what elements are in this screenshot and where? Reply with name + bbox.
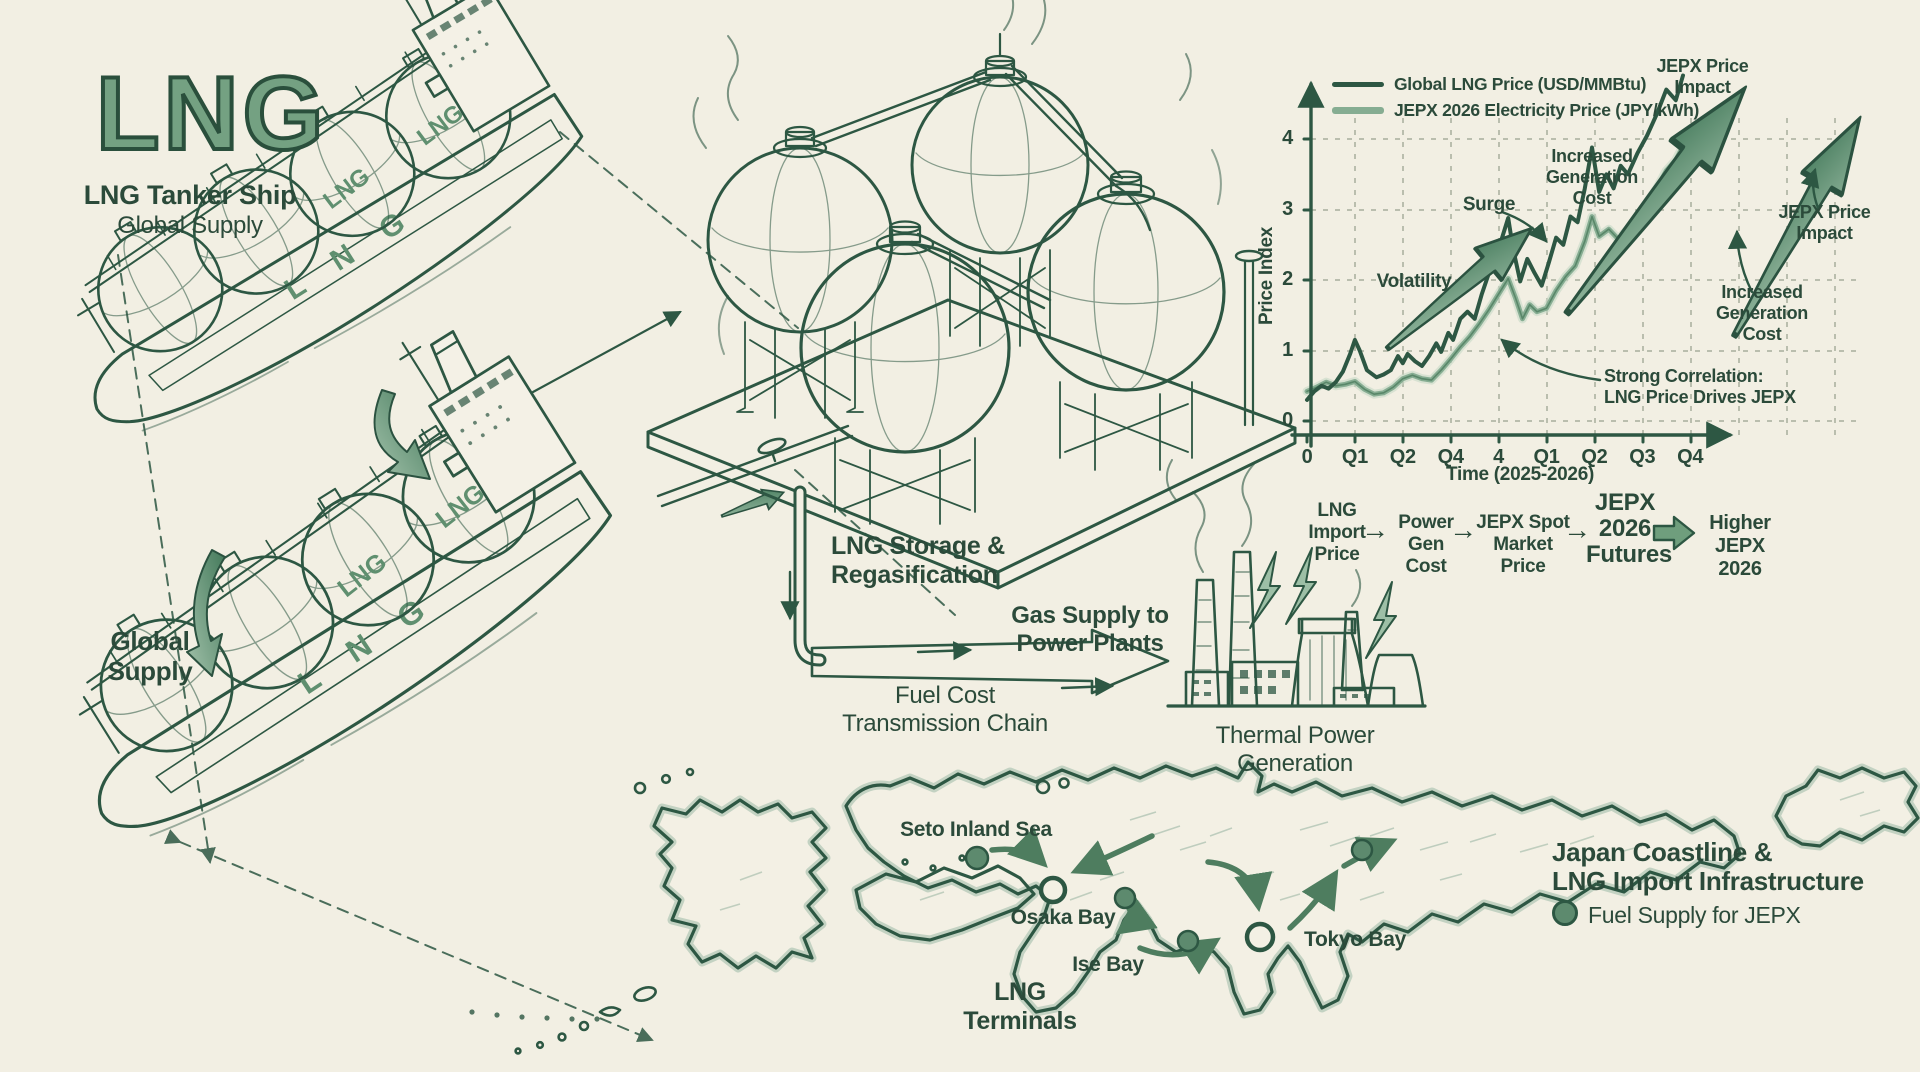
lng-logo: LNG: [94, 56, 328, 172]
annotation-surge: Surge: [1462, 194, 1516, 215]
page-subtitle: Global Supply: [117, 212, 263, 239]
map-label-osaka: Osaka Bay: [1010, 906, 1116, 929]
map-legend-text: Fuel Supply for JEPX: [1588, 902, 1801, 928]
y-tick-label: 3: [1282, 197, 1293, 220]
flow-step-jepx-futures: JEPX 2026 Futures: [1586, 489, 1672, 568]
flow-step-lng-import: LNG Import Price: [1308, 500, 1366, 566]
map-legend-item: Fuel Supply for JEPX: [1552, 900, 1872, 929]
price-chart: [1290, 72, 1880, 449]
legend-label-lng: Global LNG Price (USD/MMBtu): [1394, 74, 1647, 94]
y-tick-label: 0: [1282, 409, 1293, 431]
flow-arrow-icon: →: [1449, 514, 1477, 545]
legend-item-jepx: JEPX 2026 Electricity Price (JPY/kWh): [1332, 100, 1699, 121]
axis-ticks: [1302, 137, 1693, 444]
map-title: Japan Coastline & LNG Import Infrastruct…: [1552, 837, 1864, 897]
x-tick-label: 0: [1301, 446, 1313, 468]
terminal-bullet-icon: [1552, 900, 1578, 926]
annotation-volatility: Volatility: [1376, 271, 1452, 292]
x-tick-label: Q2: [1389, 446, 1416, 468]
fuel-transmission-pipe: [780, 485, 1170, 697]
y-tick-label: 1: [1282, 338, 1293, 361]
global-supply-label: Global Supply: [107, 626, 193, 687]
annotation-arrow: [1500, 167, 1820, 382]
x-tick-label: Q4: [1437, 446, 1464, 468]
fuel-cost-label: Fuel Cost Transmission Chain: [842, 682, 1048, 737]
block-arrow-icon: [1652, 515, 1696, 551]
annotation-increased-gen-2: Increased Generation Cost: [1715, 282, 1809, 344]
smoke-icon: [1165, 459, 1362, 607]
map-label-tokyo: Tokyo Bay: [1304, 928, 1406, 951]
legend-item-lng: Global LNG Price (USD/MMBtu): [1332, 74, 1646, 95]
legend-label-jepx: JEPX 2026 Electricity Price (JPY/kWh): [1394, 100, 1700, 120]
annotation-jepx-impact-2: JEPX Price Impact: [1778, 202, 1871, 243]
x-tick-label: Q2: [1581, 446, 1608, 468]
y-tick-label: 4: [1282, 127, 1293, 149]
x-axis-label: Time (2025-2026): [1446, 464, 1594, 485]
gas-supply-label: Gas Supply to Power Plants: [1011, 602, 1169, 657]
flow-result-higher-jepx: Higher JEPX 2026: [1709, 512, 1771, 581]
japan-map: [514, 757, 1920, 1055]
flow-arrow-icon: →: [1361, 514, 1389, 545]
guide-arrow: [531, 310, 682, 394]
x-tick-label: Q3: [1629, 446, 1656, 468]
flow-arrow-icon: →: [1563, 514, 1591, 545]
map-terminals-label: LNG Terminals: [963, 978, 1077, 1035]
flow-step-power-gen: Power Gen Cost: [1398, 512, 1454, 578]
annotation-strong-correlation: Strong Correlation: LNG Price Drives JEP…: [1604, 366, 1796, 407]
x-tick-label: Q4: [1677, 446, 1704, 468]
global-supply-arrow: [186, 389, 431, 677]
y-tick-label: 2: [1282, 268, 1293, 290]
flow-step-jepx-spot: JEPX Spot Market Price: [1476, 512, 1570, 578]
storage-label: LNG Storage & Regasification: [831, 532, 1005, 589]
map-label-ise: Ise Bay: [1072, 953, 1144, 976]
legend-swatch-lng: [1332, 82, 1384, 87]
lng-storage-tanks: [646, 0, 1297, 590]
page-title: LNG Tanker Ship: [83, 180, 297, 210]
lng-terminal-marker: [964, 838, 1374, 953]
thermal-label: Thermal Power Generation: [1215, 722, 1375, 777]
lng-tanker-ship-2: L N G LNG LNG: [78, 330, 613, 837]
map-label-seto: Seto Inland Sea: [900, 818, 1052, 841]
sketch-guide-lines: [117, 131, 956, 1042]
x-tick-label: Q1: [1533, 446, 1560, 468]
x-tick-label: 4: [1493, 446, 1504, 468]
legend-swatch-jepx: [1332, 107, 1384, 114]
dot-trail: [469, 1009, 600, 1022]
annotation-jepx-impact-1: JEPX Price Impact: [1656, 56, 1749, 97]
thermal-power-plant: [1165, 459, 1427, 708]
x-tick-label: Q1: [1341, 446, 1368, 468]
lightning-bolt-icon: [1249, 547, 1397, 659]
annotation-increased-gen-1: Increased Generation Cost: [1545, 146, 1639, 208]
